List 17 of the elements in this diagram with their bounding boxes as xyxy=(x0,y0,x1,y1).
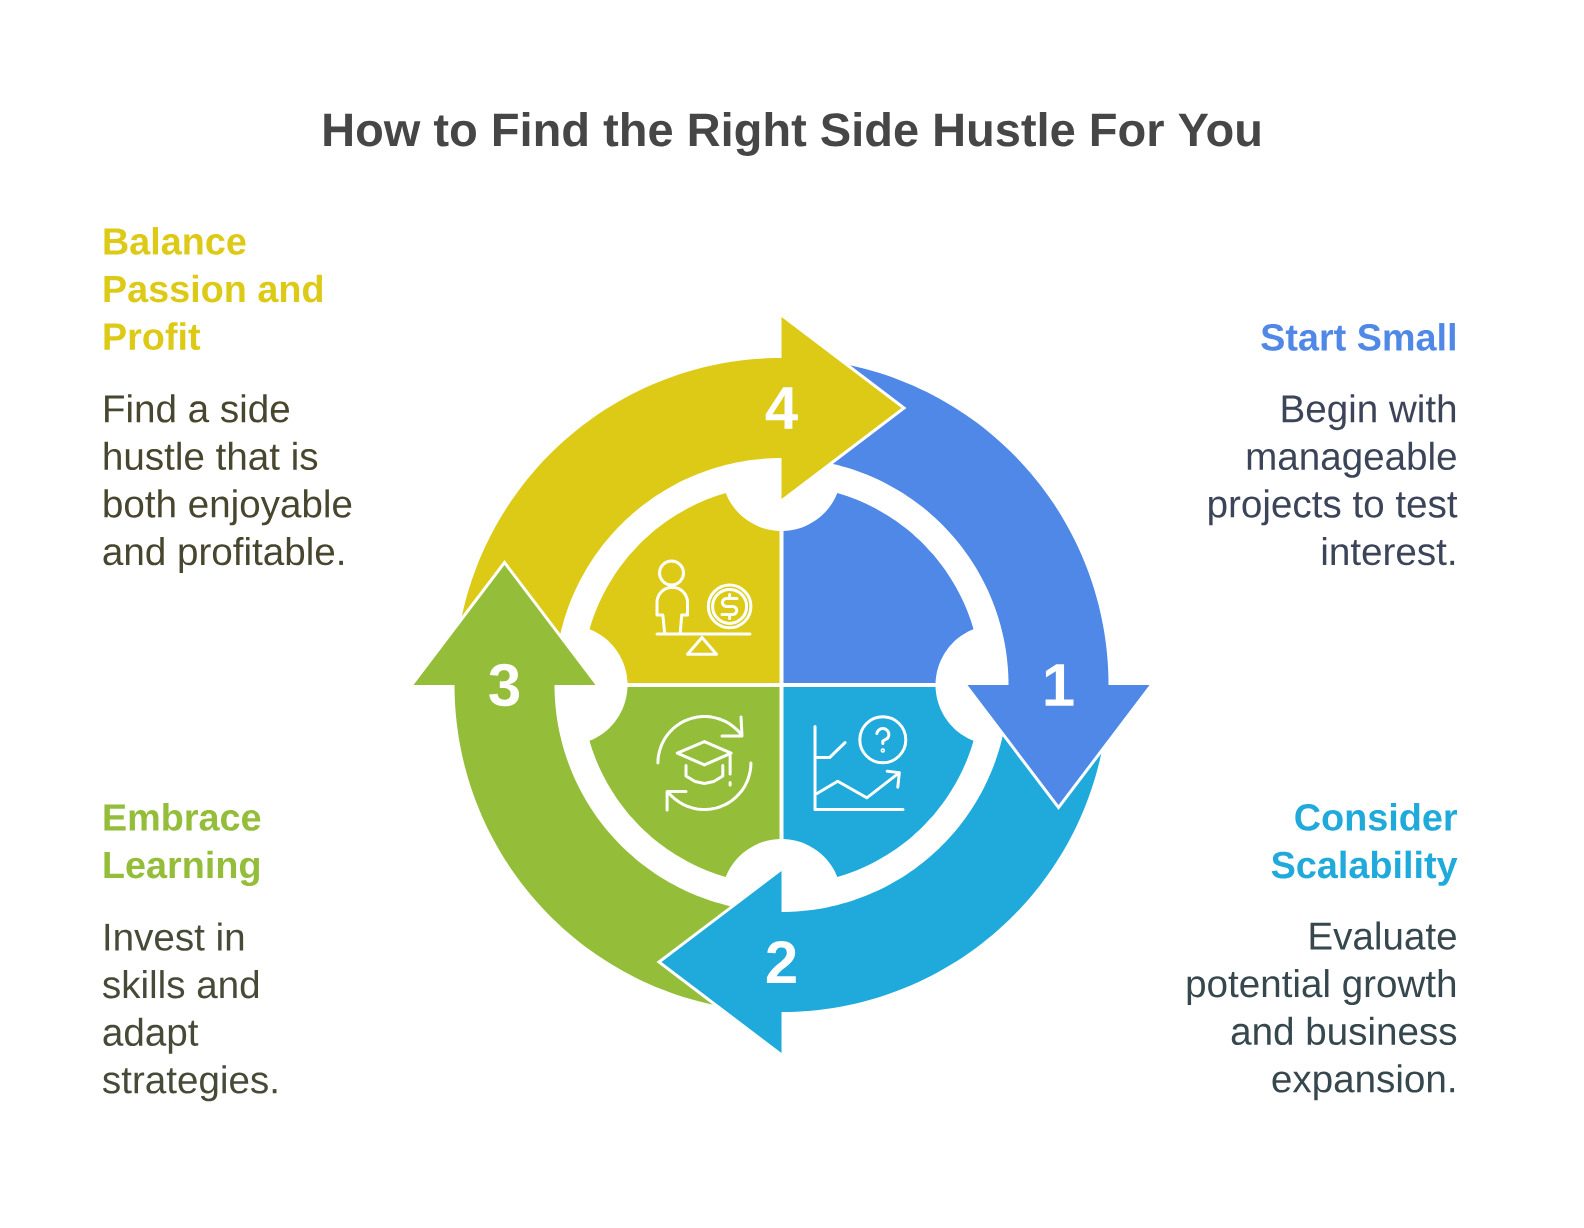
quadrant xyxy=(589,687,780,877)
step-description: Evaluate potential growth and business expansion. xyxy=(1187,921,1457,1101)
step-description: Begin with manageable projects to test interest. xyxy=(1209,394,1458,566)
step-heading: Balance Passion and Profit xyxy=(104,227,323,350)
title: How to Find the Right Side Hustle For You xyxy=(324,112,1260,156)
ring-segment: 4 xyxy=(461,317,902,634)
step-heading: Embrace Learning xyxy=(104,803,261,887)
step-description: Invest in skills and adapt strategies. xyxy=(102,922,277,1102)
ring-segment: 2 xyxy=(661,736,1102,1053)
step-description: Find a side hustle that is both enjoyable and profitable. xyxy=(103,394,352,573)
quadrant xyxy=(589,493,780,683)
ring-segment: 3 xyxy=(413,565,731,1005)
ring-segment: 1 xyxy=(832,365,1150,805)
step-heading: Consider Scalability xyxy=(1271,803,1458,886)
quadrant xyxy=(783,687,974,877)
step-heading: Start Small xyxy=(1261,323,1455,351)
quadrant xyxy=(783,493,974,683)
